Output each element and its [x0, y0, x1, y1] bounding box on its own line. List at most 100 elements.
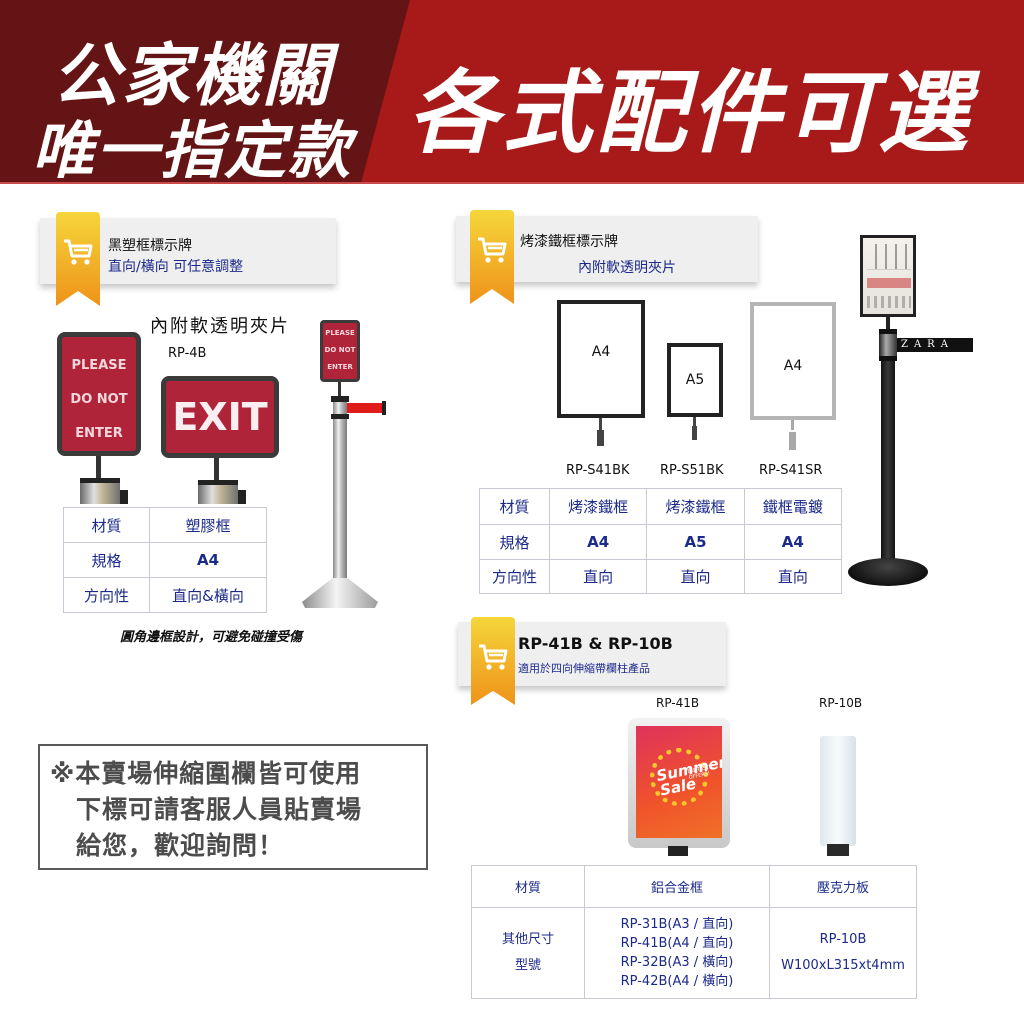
model-label: RP-S41BK [566, 463, 630, 478]
top-banner: 公家機關 唯一指定款 各式配件可選 [0, 0, 1024, 184]
sign-please-do-not-enter: PLEASE DO NOT ENTER [57, 332, 141, 456]
sign-stem [338, 382, 341, 396]
cart-icon [478, 237, 507, 263]
poster-image [867, 278, 911, 288]
spec-value: 鐵框電鍍 [743, 488, 843, 525]
spec-value: 直向 [646, 559, 745, 594]
frame-hook [791, 420, 794, 430]
frame-hook [597, 430, 604, 446]
model-label: RP-4B [168, 346, 207, 361]
banner-left-panel [0, 0, 410, 182]
frame-hook [599, 418, 602, 430]
sign-exit: EXIT [161, 376, 279, 458]
banner-headline-right: 各式配件可選 [408, 61, 972, 166]
spec-value: 直向 [548, 559, 648, 594]
sign-text: PLEASE [325, 329, 355, 337]
model-label: RP-S41SR [759, 463, 823, 478]
banner-headline-1: 公家機關 [52, 37, 333, 116]
sign-text: ENTER [327, 363, 353, 371]
section-title: RP-41B & RP-10B [518, 634, 673, 653]
poster-sunburst [650, 748, 708, 806]
spec-value: 鋁合金框 [584, 865, 770, 908]
stanchion-pole [333, 396, 347, 581]
model-label: RP-41B [656, 696, 700, 710]
sign-stem [96, 456, 101, 480]
notice-box: ※本賣場伸縮圍欄皆可使用 下標可請客服人員貼賣場 給您，歡迎詢問！ [38, 744, 428, 870]
pole-collar [331, 414, 349, 419]
spec-table-metal: 材質 烤漆鐵框 烤漆鐵框 鐵框電鍍 規格 A4 A5 A4 方向性 直向 直向 … [479, 488, 843, 594]
spec-value: 直向&橫向 [149, 577, 267, 613]
pole-collar [331, 396, 349, 402]
frame-hook [692, 426, 697, 440]
display-poster-frame [860, 235, 916, 317]
model-label: RP-10B [819, 696, 863, 710]
spec-value: 直向 [743, 559, 843, 594]
poster-image [867, 296, 911, 308]
poster-summer-sale: Summer Sale FANTASTIC OFFERS! [636, 726, 722, 838]
model-size-item: RP-41B(A4 / 直向) [620, 936, 734, 951]
banner-headline-2: 唯一指定款 [32, 114, 353, 184]
spec-label: 規格 [63, 542, 150, 578]
frame-a4-black: A4 [557, 300, 645, 418]
clip-note: 內附軟透明夾片 [150, 316, 290, 337]
sign-text: DO NOT [324, 346, 356, 354]
ribbon-badge [471, 617, 515, 705]
spec-value: 塑膠框 [149, 507, 267, 543]
section-subtitle: 直向/橫向 可任意調整 [108, 259, 244, 275]
sign-stem [886, 317, 890, 329]
model-size-item: RP-32B(A3 / 橫向) [620, 955, 734, 970]
model-label: RP-S51BK [660, 463, 724, 478]
spec-value: A5 [646, 524, 745, 560]
spec-label-line: 其他尺寸 [501, 932, 554, 947]
notice-line: 給您，歡迎詢問！ [50, 831, 285, 860]
frame-mount [668, 846, 688, 856]
spec-value: 烤漆鐵框 [548, 488, 648, 525]
model-size-item: RP-42B(A4 / 橫向) [620, 974, 734, 989]
spec-value: RP-10B W100xL315xt4mm [769, 907, 917, 999]
stanchion-base [302, 578, 378, 608]
spec-label: 規格 [479, 524, 550, 560]
spec-value: A4 [548, 524, 648, 560]
red-belt [347, 403, 383, 413]
spec-value: 烤漆鐵框 [646, 488, 745, 525]
sign-text: DO NOT [70, 392, 128, 407]
acrylic-panel [820, 736, 856, 846]
spec-value: A4 [149, 542, 267, 578]
post-top [80, 478, 120, 504]
sign-text: ENTER [75, 426, 123, 441]
spec-label-line: 型號 [514, 958, 541, 973]
spec-value: 壓克力板 [769, 865, 917, 908]
pole-head [879, 329, 897, 361]
spec-value: RP-31B(A3 / 直向) RP-41B(A4 / 直向) RP-32B(A… [584, 907, 770, 999]
frame-a5-black: A5 [667, 343, 723, 417]
frame-hook [693, 417, 696, 427]
stanchion-base [848, 558, 928, 586]
belt-cassette [238, 490, 246, 504]
spec-label: 方向性 [63, 577, 150, 613]
spec-table-rp41b: 材質 鋁合金框 壓克力板 其他尺寸 型號 RP-31B(A3 / 直向) RP-… [471, 865, 917, 999]
spec-label: 材質 [471, 865, 585, 908]
belt-cassette [120, 490, 128, 504]
model-size-item: RP-10B [819, 932, 867, 947]
section-subtitle: 適用於四向伸縮帶欄柱產品 [518, 662, 650, 675]
cart-icon [64, 239, 93, 265]
post-top [198, 480, 238, 504]
cart-icon [479, 644, 508, 670]
spec-label: 材質 [479, 488, 550, 525]
frame-a4-silver: A4 [750, 302, 836, 420]
section-title: 黑塑框標示牌 [108, 238, 192, 254]
belt-clip [382, 401, 386, 415]
spec-value: A4 [743, 524, 843, 560]
section-title: 烤漆鐵框標示牌 [520, 234, 618, 250]
model-size-item: W100xL315xt4mm [781, 958, 905, 973]
spec-label: 方向性 [479, 559, 550, 594]
poster-image [867, 244, 911, 270]
rounded-corner-note: 圓角邊框設計，可避免碰撞受傷 [120, 630, 303, 645]
model-size-item: RP-31B(A3 / 直向) [620, 917, 734, 932]
ribbon-badge [470, 210, 514, 304]
panel-mount [827, 844, 849, 856]
sign-text: PLEASE [71, 358, 127, 373]
spec-label: 其他尺寸 型號 [471, 907, 585, 999]
notice-line: ※本賣場伸縮圍欄皆可使用 [50, 759, 362, 788]
